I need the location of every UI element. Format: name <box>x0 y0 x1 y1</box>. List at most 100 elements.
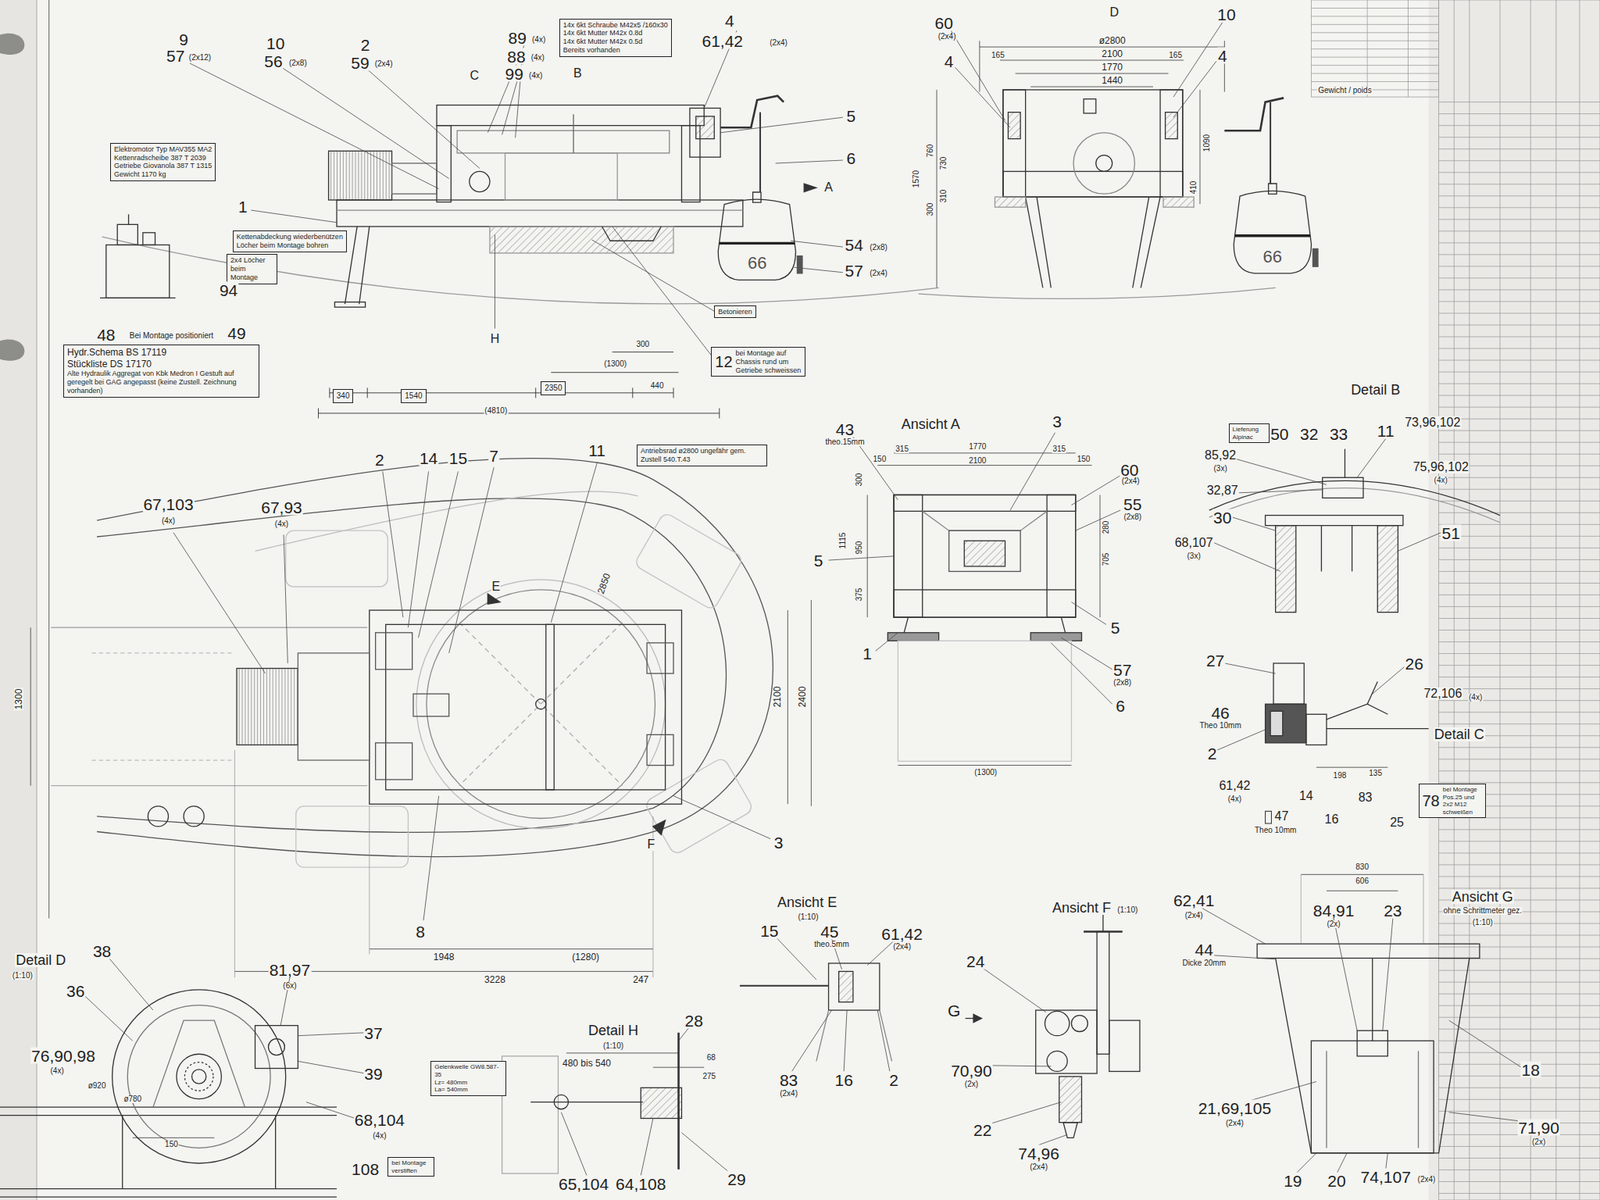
detail-c <box>1265 663 1429 824</box>
detail-d <box>192 1069 207 1084</box>
binder-edge <box>0 33 25 55</box>
leader-line <box>955 67 1011 128</box>
parts-table <box>1439 348 1600 350</box>
detail-d <box>112 989 286 1164</box>
callout-number: 84,91 <box>1312 902 1356 919</box>
leader-line <box>1244 1081 1316 1102</box>
note-text: (2x4) <box>1121 477 1141 486</box>
leader-line <box>1210 955 1276 960</box>
view-a <box>893 452 1075 454</box>
note-text: (2x4) <box>868 269 889 278</box>
note-text: Kettenradscheibe 387 T 2039 <box>114 153 212 163</box>
note-text: (2x4) <box>374 60 394 68</box>
parts-table <box>1439 430 1600 432</box>
parts-table <box>1439 982 1600 983</box>
parts-table <box>1439 1040 1600 1042</box>
detail-c <box>1306 714 1327 745</box>
binder-edge <box>0 0 37 1200</box>
note-text: (2x8) <box>1122 513 1143 522</box>
parts-table <box>1439 606 1600 608</box>
parts-table <box>1439 442 1600 443</box>
callout-number: 99 <box>504 65 525 83</box>
side-view <box>673 387 675 398</box>
leader-line <box>250 210 337 223</box>
gondola-outline <box>718 199 797 280</box>
leader-line <box>1449 1020 1525 1070</box>
parts-table <box>1439 688 1600 690</box>
leader-line <box>1397 532 1441 552</box>
leader-line <box>1333 918 1358 1032</box>
note-text: (2x) <box>964 1080 979 1089</box>
leader-line <box>1357 439 1386 479</box>
detail-c <box>1270 710 1283 736</box>
side-view <box>759 112 761 193</box>
note-text: 1770 <box>967 442 987 451</box>
end-view <box>979 46 1225 48</box>
callout-number: 68,104 <box>353 1110 406 1128</box>
gondola-outline <box>1268 183 1277 194</box>
parts-table <box>1310 73 1439 75</box>
plan-view <box>50 785 368 786</box>
car-number: 66 <box>1260 246 1283 268</box>
side-view <box>696 116 715 140</box>
end-view <box>1003 171 1183 197</box>
detail-h <box>502 1032 705 1174</box>
parts-table <box>1439 148 1600 150</box>
view-a <box>867 494 868 618</box>
callout-number: 89 <box>507 29 528 47</box>
callout-number: 59 <box>350 53 370 71</box>
view-f <box>1059 1076 1083 1123</box>
binder-edge <box>35 0 37 1200</box>
leader-line <box>297 1032 365 1036</box>
callout-number: 6 <box>1114 696 1126 714</box>
note-text: 2100 <box>967 457 987 465</box>
parts-table <box>1439 489 1600 490</box>
callout-number: 27 <box>1205 652 1225 669</box>
parts-table <box>1439 875 1600 877</box>
parts-table <box>1439 0 1600 1200</box>
side-view <box>336 209 743 211</box>
note-text: (4x) <box>274 520 290 529</box>
note-text: (2x12) <box>188 53 212 62</box>
note-text: (2x8) <box>868 243 889 252</box>
callout-number: 68,107 <box>1174 536 1215 550</box>
detail-b <box>1344 449 1346 479</box>
callout-number: 16 <box>1324 813 1340 826</box>
dimension-text: 2100 <box>1100 49 1124 59</box>
parts-table <box>1439 101 1600 103</box>
plan-view <box>234 750 236 978</box>
parts-table <box>1439 277 1600 279</box>
note-text: (2x4) <box>892 942 912 951</box>
detail-h <box>566 1052 679 1054</box>
view-a <box>897 764 1072 766</box>
note-text: La= 540mm <box>434 1085 503 1094</box>
note-text: (1:10) <box>796 913 819 922</box>
note-text: (4x) <box>1433 476 1449 485</box>
detail-d <box>127 1005 271 1149</box>
callout-number: 47 <box>1274 810 1290 823</box>
leader-line <box>1202 907 1266 944</box>
plan-view <box>368 806 370 954</box>
parts-table <box>1310 0 1439 97</box>
leader-line <box>382 471 404 618</box>
end-view <box>1036 196 1051 288</box>
leader-line <box>515 79 522 138</box>
callout-number: C <box>469 69 481 83</box>
note-box: 14x 6kt Schraube M42x5 /160x3014x 6kt Mu… <box>559 18 672 58</box>
note-text: 165 <box>990 51 1006 60</box>
parts-table <box>1439 183 1600 185</box>
callout-number: 61,42 <box>1217 779 1251 793</box>
dimension-text: 247 <box>632 975 650 985</box>
note-text: 150 <box>872 455 888 464</box>
view-f <box>1071 1015 1088 1033</box>
plan-view <box>375 742 413 780</box>
callout-number: 5 <box>813 552 825 569</box>
detail-d <box>268 1039 286 1056</box>
dimension-text: 1440 <box>1100 75 1124 86</box>
parts-table <box>1439 113 1600 115</box>
callout-number: 88 <box>506 47 526 65</box>
callout-number: 81,97 <box>268 960 312 978</box>
note-text: (4x) <box>1467 693 1483 702</box>
note-box: 2350 <box>540 381 566 396</box>
parts-table <box>1439 1099 1600 1100</box>
